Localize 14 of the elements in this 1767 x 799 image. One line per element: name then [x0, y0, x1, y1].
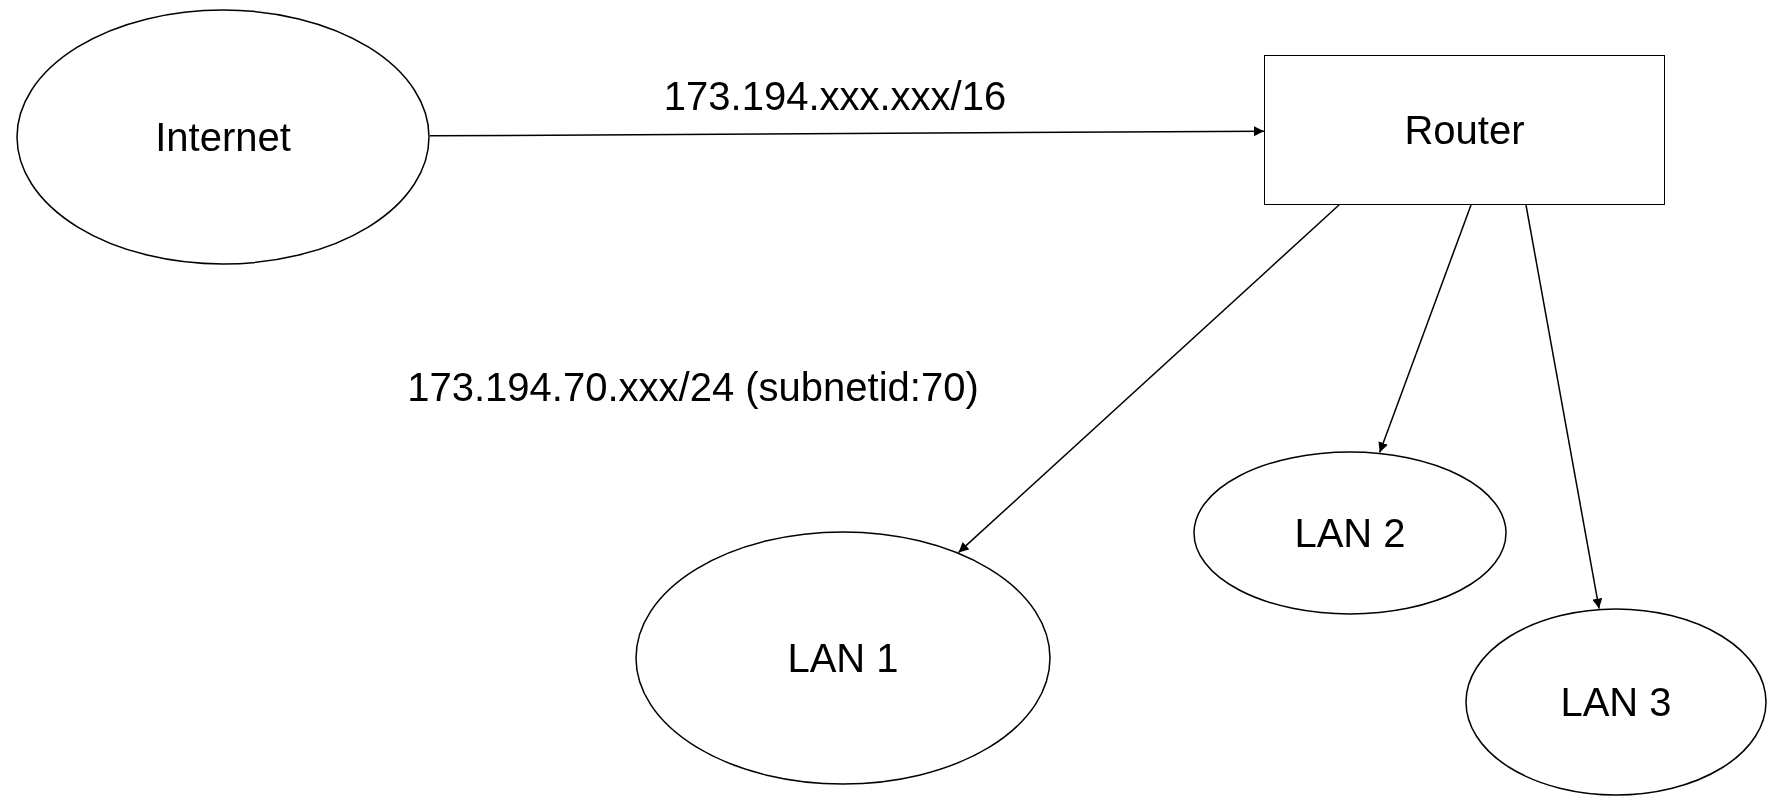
node-label: LAN 3 — [1560, 679, 1672, 725]
node-label: Router — [1404, 107, 1525, 153]
router-box — [1264, 55, 1665, 205]
network-ellipse — [635, 531, 1051, 785]
arrow — [1378, 204, 1472, 454]
network-ellipse — [1465, 608, 1767, 796]
node-label: LAN 2 — [1294, 510, 1406, 556]
arrow — [429, 126, 1265, 137]
node-label: Internet — [155, 114, 291, 160]
network-ellipse — [16, 9, 430, 265]
network-ellipse — [1193, 451, 1507, 615]
arrow — [957, 204, 1340, 554]
node-label: LAN 1 — [787, 635, 899, 681]
arrow — [1525, 204, 1603, 610]
